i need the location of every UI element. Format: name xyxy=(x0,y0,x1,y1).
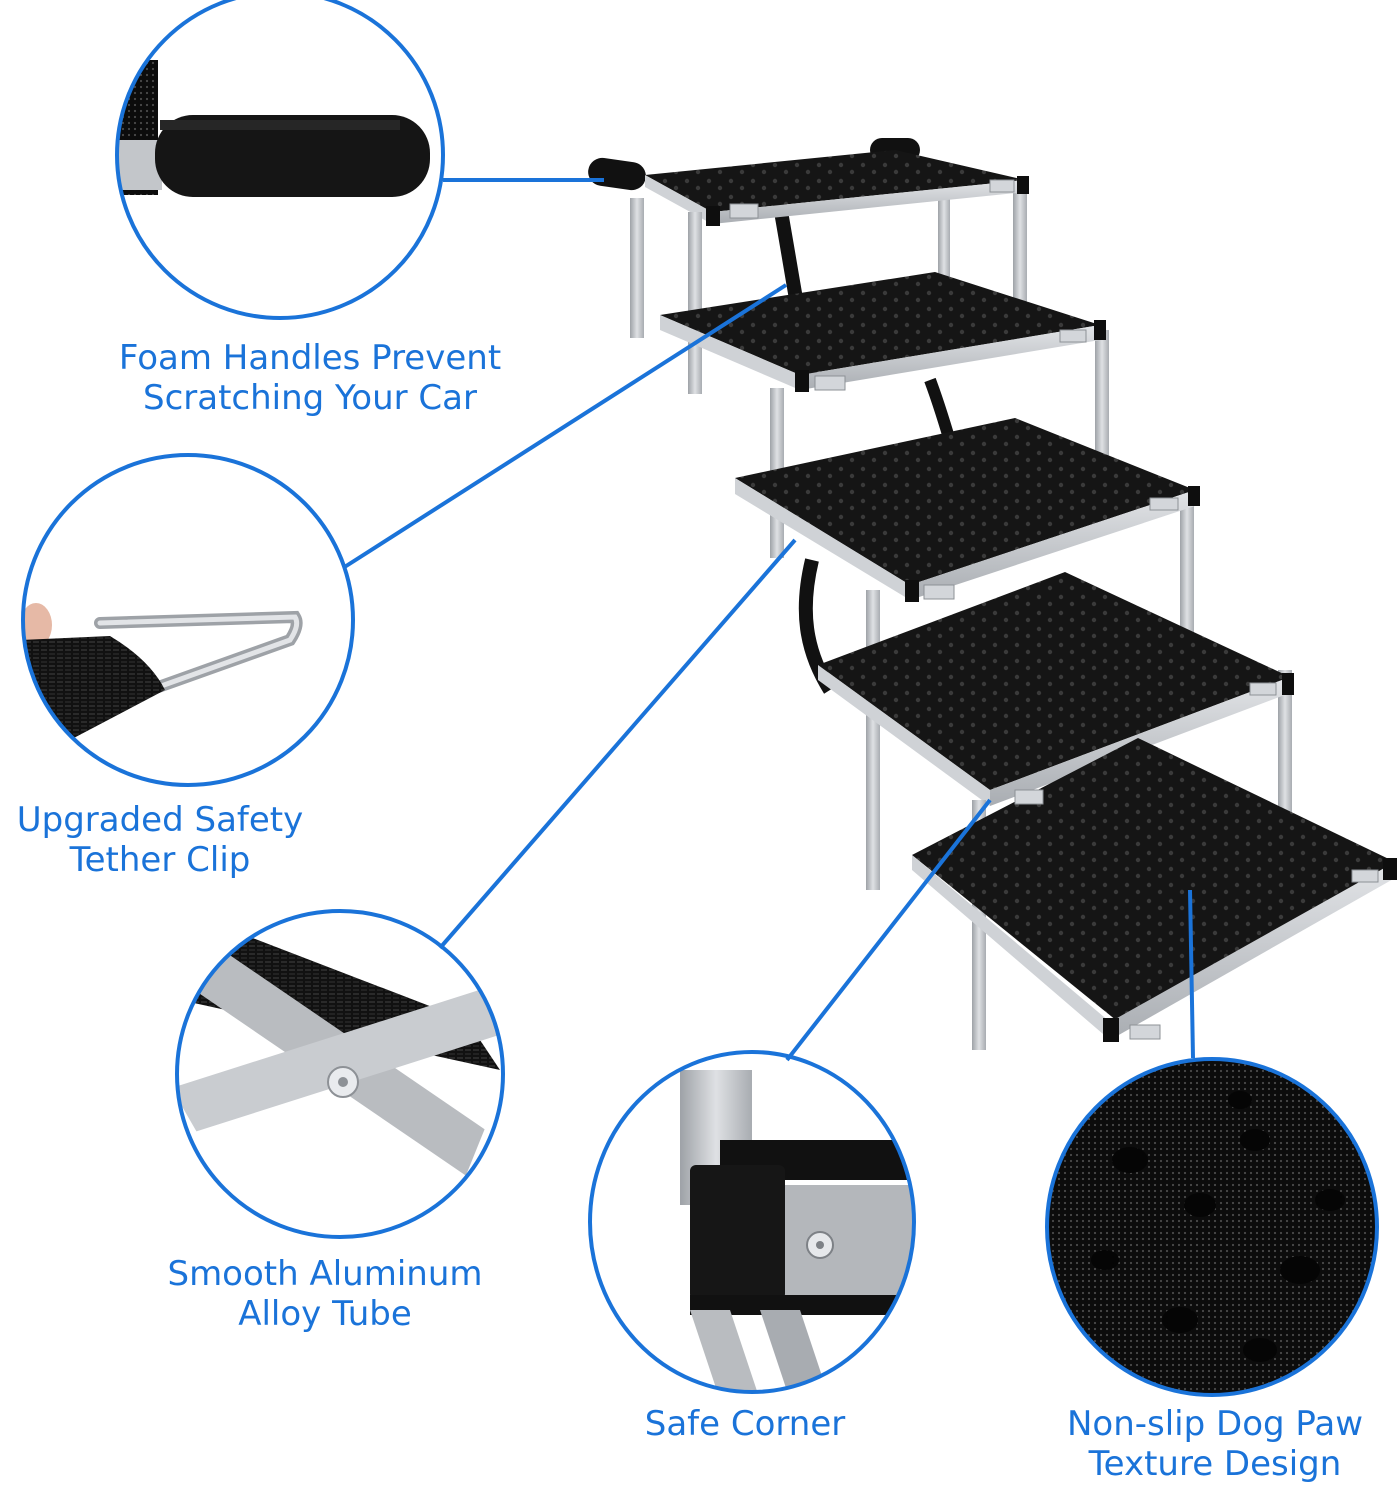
dog-stairs xyxy=(588,138,1397,1050)
stair-step xyxy=(912,738,1397,1042)
callout-paw-texture xyxy=(1045,1057,1379,1397)
label-line: Safe Corner xyxy=(644,1404,846,1444)
leader-line-tube xyxy=(438,538,797,950)
label-line: Alloy Tube xyxy=(238,1294,412,1335)
stair-step xyxy=(645,150,1029,394)
callout-label-corner: Safe Corner xyxy=(600,1404,890,1444)
leader-line-corner xyxy=(785,798,992,1062)
label-line: Non-slip Dog Paw xyxy=(1066,1404,1364,1444)
corner-brackets xyxy=(729,179,1379,1040)
label-line: Scratching Your Car xyxy=(143,378,477,419)
aluminum-tube-icon xyxy=(177,935,503,1176)
leader-line-tether xyxy=(341,283,788,570)
safe-corner-icon xyxy=(680,1070,914,1392)
label-line: Foam Handles Prevent xyxy=(118,338,502,378)
callout-foam-handle xyxy=(115,0,445,320)
leader-lines xyxy=(341,178,1195,1062)
callout-tether-clip xyxy=(21,453,355,787)
carabiner-clip-icon xyxy=(23,603,303,740)
callout-safe-corner xyxy=(588,1050,916,1394)
label-line: Tether Clip xyxy=(69,840,251,881)
label-line: Texture Design xyxy=(1088,1444,1342,1485)
callout-label-tether: Upgraded Safety Tether Clip xyxy=(0,800,340,880)
callout-label-foam: Foam Handles Prevent Scratching Your Car xyxy=(40,338,580,418)
paw-texture-icon xyxy=(1047,1059,1377,1395)
rear-legs xyxy=(630,190,1292,820)
callout-aluminum-tube xyxy=(175,909,505,1239)
label-line: Upgraded Safety xyxy=(16,800,304,840)
callout-label-paw: Non-slip Dog Paw Texture Design xyxy=(1020,1404,1398,1484)
leader-line-paw xyxy=(1188,889,1195,1059)
foam-handle-icon xyxy=(117,60,430,197)
label-line: Smooth Aluminum xyxy=(167,1254,483,1294)
callout-label-tube: Smooth Aluminum Alloy Tube xyxy=(130,1254,520,1334)
